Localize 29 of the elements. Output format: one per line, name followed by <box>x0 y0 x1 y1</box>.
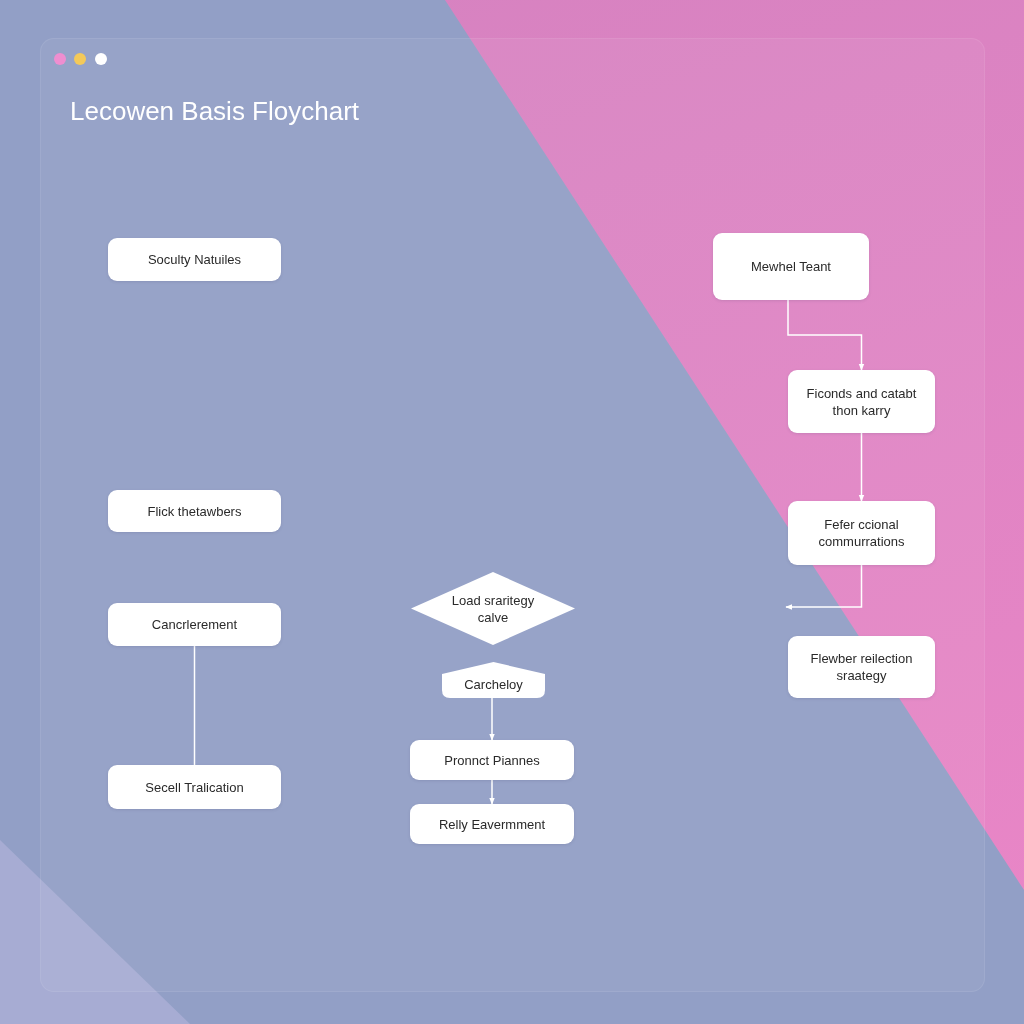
node-label: Ficonds and catabt thon karry <box>805 384 918 419</box>
node-label: Flewber reilection sraategy <box>809 650 914 684</box>
process-box <box>108 765 281 809</box>
arrow <box>489 697 495 741</box>
node-label: Load sraritegy calve <box>450 591 536 626</box>
node-label: Pronnct Piannes <box>444 751 540 769</box>
process-box <box>788 636 935 698</box>
arrow <box>489 779 495 805</box>
connector-line <box>193 645 196 766</box>
process-box <box>713 233 869 300</box>
node-label: Cancrlerement <box>151 616 238 633</box>
node-label: Mewhel Teant <box>751 258 831 275</box>
node-label: Soculty Natuiles <box>147 251 242 268</box>
process-box <box>108 490 281 532</box>
process-box <box>108 238 281 281</box>
node-label: Relly Eavermment <box>438 815 546 833</box>
process-box <box>108 603 281 646</box>
node-label: Carcheloy <box>464 675 523 693</box>
node-label: Flick thetawbers <box>147 502 242 520</box>
arrow <box>858 432 865 502</box>
arrow <box>785 564 863 610</box>
node-label: Secell Tralication <box>145 778 244 796</box>
process-box <box>788 501 935 565</box>
diagram-title: Lecowen Basis Floychart <box>70 96 360 127</box>
arrow <box>787 299 865 371</box>
process-box <box>788 370 935 433</box>
process-box <box>410 804 574 844</box>
process-box <box>410 740 574 780</box>
node-label: Fefer ccional commurrations <box>817 516 906 550</box>
